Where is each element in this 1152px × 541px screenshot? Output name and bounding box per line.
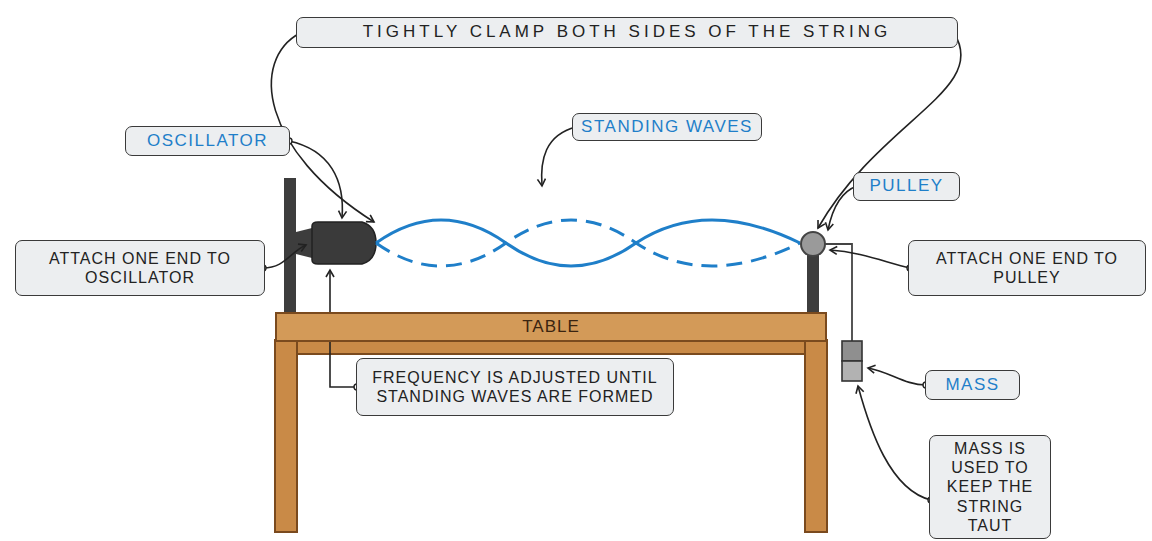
hanging-string bbox=[825, 244, 852, 341]
text-stack: PULLEY bbox=[869, 176, 943, 196]
oscillator-mount bbox=[296, 228, 312, 258]
part-callout: OSCILLATOR bbox=[125, 126, 290, 156]
callout-text: PULLEY bbox=[869, 176, 943, 196]
callout-text: ATTACH ONE END TO PULLEY bbox=[917, 249, 1137, 287]
mass-block bbox=[842, 361, 862, 381]
callout-text: FREQUENCY IS ADJUSTED UNTIL STANDING WAV… bbox=[365, 368, 665, 406]
callout-text: MASS bbox=[945, 375, 999, 395]
text-stack: FREQUENCY IS ADJUSTED UNTIL STANDING WAV… bbox=[365, 368, 665, 406]
leader-line bbox=[858, 386, 931, 500]
text-stack: TIGHTLY CLAMP BOTH SIDES OF THE STRING bbox=[363, 22, 892, 42]
leader-line bbox=[542, 127, 576, 186]
callout-text: TABLE bbox=[522, 317, 580, 337]
standing-wave-solid bbox=[376, 220, 800, 266]
leader-line bbox=[868, 368, 926, 385]
instruction-callout: ATTACH ONE END TO OSCILLATOR bbox=[15, 240, 265, 296]
part-callout: MASS bbox=[925, 370, 1020, 400]
text-stack: ATTACH ONE END TO PULLEY bbox=[917, 249, 1137, 287]
instruction-callout: FREQUENCY IS ADJUSTED UNTIL STANDING WAV… bbox=[356, 358, 674, 416]
mass-block bbox=[842, 341, 862, 361]
callout-text: TIGHTLY CLAMP BOTH SIDES OF THE STRING bbox=[363, 22, 892, 42]
text-stack: ATTACH ONE END TO OSCILLATOR bbox=[24, 249, 256, 287]
part-callout: PULLEY bbox=[853, 172, 960, 201]
text-stack: MASS bbox=[945, 375, 999, 395]
oscillator-body bbox=[312, 222, 376, 264]
text-stack: STANDING WAVES bbox=[581, 117, 753, 137]
table-top: TABLE bbox=[275, 312, 827, 342]
leader-line bbox=[263, 245, 306, 268]
pulley-wheel bbox=[801, 232, 825, 256]
instruction-callout: TIGHTLY CLAMP BOTH SIDES OF THE STRING bbox=[296, 17, 958, 48]
part-callout: STANDING WAVES bbox=[572, 113, 762, 141]
text-stack: MASS IS USED TO KEEP THE STRING TAUT bbox=[938, 439, 1042, 535]
text-stack: OSCILLATOR bbox=[147, 131, 268, 151]
leader-line bbox=[289, 141, 342, 218]
standing-wave-dashed bbox=[376, 220, 800, 266]
oscillator-stand bbox=[284, 178, 296, 314]
instruction-callout: MASS IS USED TO KEEP THE STRING TAUT bbox=[929, 435, 1051, 539]
callout-text: MASS IS USED TO KEEP THE STRING TAUT bbox=[938, 439, 1042, 535]
table-frame bbox=[275, 340, 827, 532]
callout-text: ATTACH ONE END TO OSCILLATOR bbox=[24, 249, 256, 287]
leader-line bbox=[830, 250, 910, 268]
callout-text: OSCILLATOR bbox=[147, 131, 268, 151]
instruction-callout: ATTACH ONE END TO PULLEY bbox=[908, 240, 1146, 296]
callout-text: STANDING WAVES bbox=[581, 117, 753, 137]
text-stack: TABLE bbox=[522, 317, 580, 337]
